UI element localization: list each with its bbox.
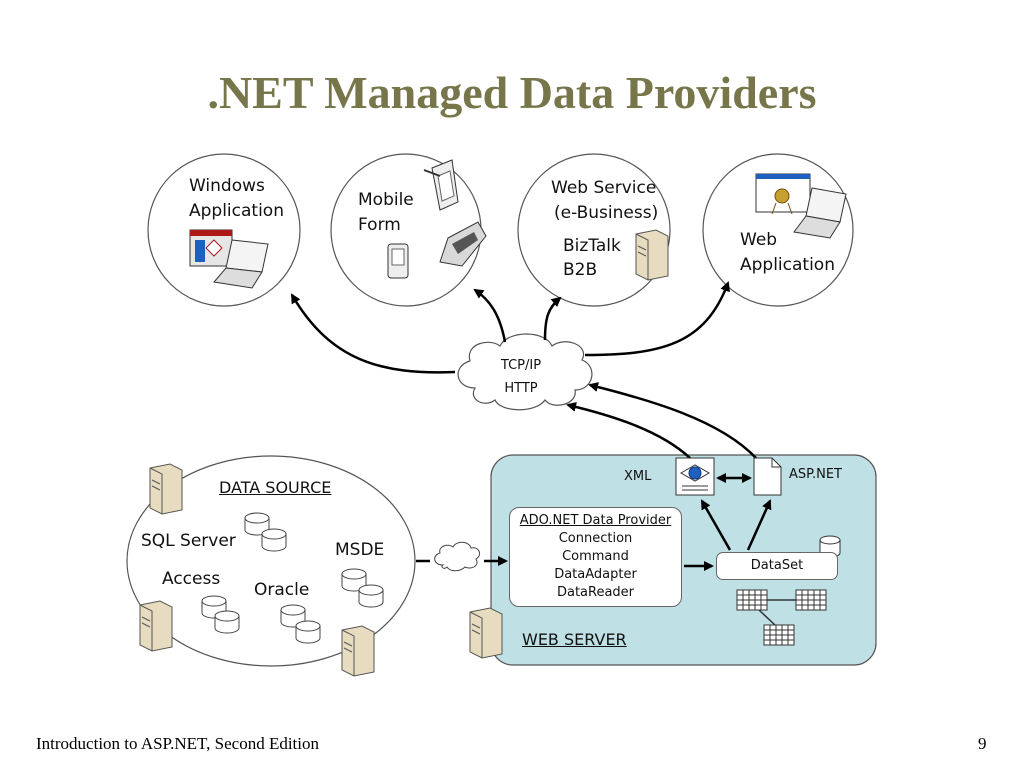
- web-page-icon: [755, 173, 811, 215]
- windows-app-label-1: Windows: [189, 176, 265, 196]
- data-table-icon: [763, 624, 795, 646]
- laptop-icon: [213, 239, 269, 289]
- server-icon: [469, 607, 503, 659]
- server-icon: [635, 229, 669, 281]
- mobile-phone-icon: [439, 221, 487, 267]
- ado-provider-item: Connection: [558, 531, 633, 546]
- data-source-item: Oracle: [254, 580, 310, 600]
- database-icon: [341, 568, 384, 608]
- network-label-1: TCP/IP: [500, 358, 541, 373]
- database-icon: [201, 595, 240, 634]
- data-source-item: Access: [162, 569, 221, 589]
- data-table-icon: [795, 589, 827, 611]
- arrow-to-windows: [290, 293, 456, 374]
- database-icon: [280, 604, 321, 644]
- arrow-dataset-to-aspnet: [746, 499, 772, 551]
- mobile-form-label-2: Form: [358, 215, 401, 235]
- web-service-label-4: B2B: [563, 260, 598, 280]
- windows-app-window-icon: [189, 229, 233, 267]
- server-icon: [139, 600, 173, 652]
- server-icon: [341, 625, 375, 677]
- dataset-box: DataSet: [716, 552, 838, 580]
- xml-document-icon: [675, 457, 715, 496]
- data-source-item: MSDE: [335, 540, 385, 560]
- arrow-aspnet-to-cloud: [588, 382, 757, 459]
- ado-provider-heading: ADO.NET Data Provider: [519, 513, 672, 528]
- small-cloud-icon: [434, 541, 481, 572]
- aspnet-page-icon: [753, 457, 782, 496]
- table-link: [758, 609, 776, 626]
- arrow-to-webservice: [543, 296, 562, 341]
- footer-text: Introduction to ASP.NET, Second Edition: [36, 734, 320, 753]
- pda-icon: [423, 159, 459, 211]
- aspnet-label: ASP.NET: [789, 467, 842, 482]
- web-server-heading: WEB SERVER: [522, 630, 627, 649]
- xml-label: XML: [624, 469, 652, 484]
- page-title: .NET Managed Data Providers: [207, 67, 817, 118]
- web-app-label-2: Application: [740, 255, 835, 275]
- laptop-icon: [793, 187, 847, 239]
- web-service-label-2: (e-Business): [554, 203, 659, 223]
- server-icon: [149, 463, 183, 515]
- ado-provider-item: DataAdapter: [554, 567, 637, 582]
- data-table-icon: [736, 589, 768, 611]
- web-app-label-1: Web: [740, 230, 778, 250]
- data-source-item: SQL Server: [141, 531, 236, 551]
- pda-icon: [387, 243, 409, 279]
- data-source-heading: DATA SOURCE: [219, 478, 332, 497]
- ado-provider-item: Command: [562, 549, 629, 564]
- mobile-form-circle: [330, 153, 482, 307]
- web-service-label-1: Web Service: [551, 178, 657, 198]
- database-icon: [244, 512, 287, 552]
- arrow-dataset-to-xml: [700, 499, 732, 551]
- network-cloud: [457, 333, 593, 411]
- arrow-xml-to-cloud: [566, 401, 691, 459]
- ado-provider-item: DataReader: [556, 585, 635, 600]
- arrow-to-webapp: [584, 281, 730, 357]
- mobile-form-label-1: Mobile: [358, 190, 414, 210]
- arrow-to-mobile: [473, 288, 507, 343]
- web-service-label-3: BizTalk: [563, 236, 621, 256]
- data-source-ellipse: [126, 455, 416, 667]
- web-service-circle: [517, 153, 671, 307]
- page-number: 9: [978, 734, 987, 753]
- ado-provider-box: ADO.NET Data Provider Connection Command…: [509, 507, 682, 607]
- network-label-2: HTTP: [504, 381, 537, 396]
- windows-app-label-2: Application: [189, 201, 284, 221]
